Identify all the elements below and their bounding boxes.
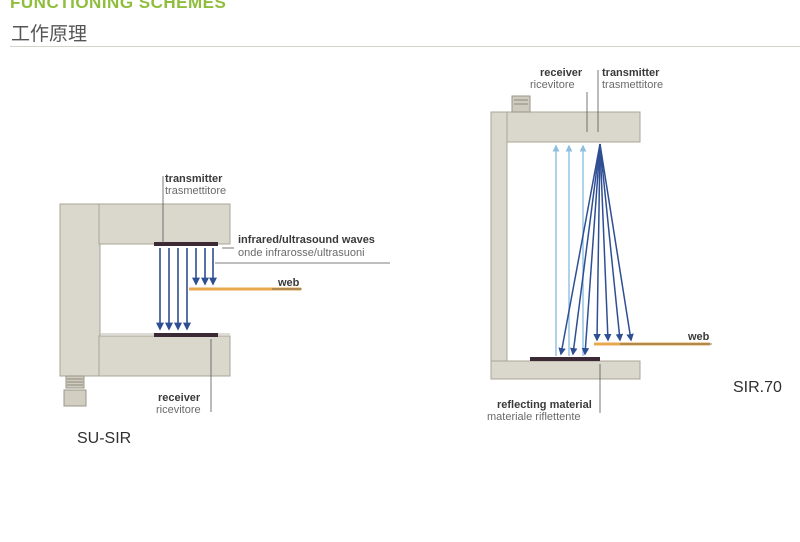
su-sir-transmitter-label-it: trasmettitore [165, 185, 226, 197]
su-sir-waves-label: infrared/ultrasound waves [238, 234, 375, 246]
emitted-beam [599, 143, 624, 342]
sir70-leader-lines [586, 70, 712, 413]
su-sir-transmitter-label: transmitter [165, 173, 223, 185]
emitted-beam [599, 143, 634, 342]
header-divider [10, 46, 800, 47]
su-sir-receiver-label-it: ricevitore [156, 404, 201, 416]
page-subtitle: 工作原理 [11, 23, 88, 45]
emitted-beam [581, 143, 601, 356]
emitted-beam [593, 143, 601, 342]
sir70-scheme: receiver ricevitore transmitter trasmett… [487, 67, 782, 423]
sir70-model-label: SIR.70 [733, 379, 782, 396]
su-sir-scheme: transmitter trasmettitore infrared/ultra… [59, 173, 390, 447]
sir70-frame [490, 111, 641, 380]
connector-body [63, 389, 87, 407]
su-sir-frame-lower-arm [98, 335, 231, 377]
su-sir-frame [59, 203, 231, 377]
su-sir-waves [156, 248, 217, 331]
su-sir-receiver-plate [154, 333, 218, 337]
su-sir-model-label: SU-SIR [77, 430, 131, 447]
sir70-transmitter-label-it: trasmettitore [602, 79, 663, 91]
su-sir-connector [63, 375, 87, 407]
page-title: FUNCTIONING SCHEMES [10, 0, 227, 12]
su-sir-frame-spine [59, 203, 101, 377]
sir70-return-beams [552, 144, 587, 356]
su-sir-transmitter-plate [154, 242, 218, 246]
sir70-transmitter-label: transmitter [602, 67, 660, 79]
su-sir-frame-upper-arm [98, 203, 231, 245]
sir70-reflector-plate [530, 357, 600, 361]
su-sir-web-label: web [277, 277, 300, 289]
emitted-beam [570, 143, 601, 356]
sir70-reflecting-label: reflecting material [497, 399, 592, 411]
sir70-frame-spine [490, 111, 508, 380]
sir70-frame-top-arm [490, 111, 641, 143]
sir70-reflecting-label-it: materiale riflettente [487, 411, 581, 423]
emitted-beam [558, 143, 601, 356]
emitted-beam [599, 143, 612, 342]
sir70-connector [511, 95, 531, 113]
sir70-web-label: web [687, 331, 710, 343]
sir70-emitted-beams [558, 143, 634, 356]
sir70-frame-bottom-arm [490, 360, 641, 380]
sir70-receiver-label-it: ricevitore [530, 79, 575, 91]
su-sir-waves-label-it: onde infrarosse/ultrasuoni [238, 247, 365, 259]
sir70-receiver-label: receiver [540, 67, 583, 79]
su-sir-leader-lines [162, 176, 390, 412]
su-sir-receiver-label: receiver [158, 392, 201, 404]
